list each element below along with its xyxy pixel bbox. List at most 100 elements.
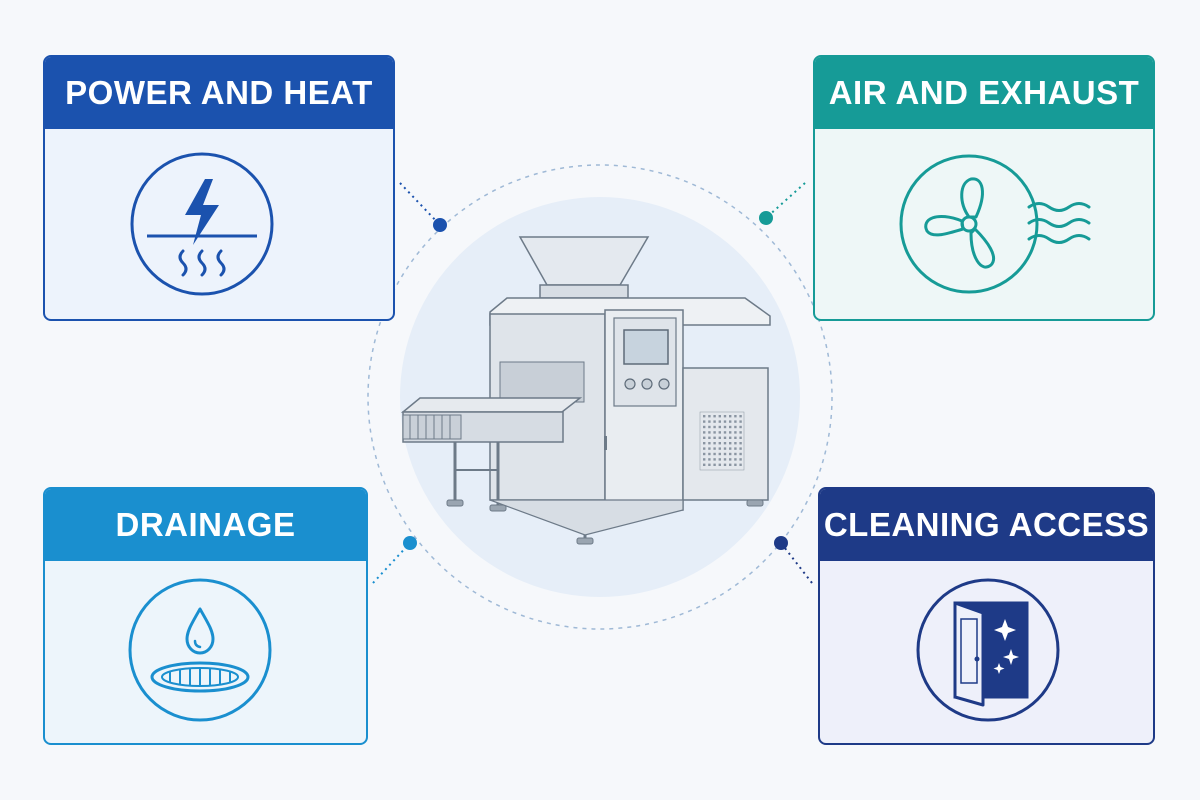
conveyor-oven-machine-icon — [400, 236, 771, 545]
vent-hole — [739, 415, 742, 418]
machine-right-unit — [682, 367, 769, 501]
vent-hole — [703, 452, 706, 456]
vent-hole — [729, 452, 732, 456]
vent-hole — [734, 415, 737, 418]
vent-hole — [723, 452, 727, 456]
vent-hole — [703, 431, 706, 434]
vent-hole — [703, 442, 706, 445]
vent-hole — [713, 436, 716, 439]
vent-hole — [734, 442, 737, 445]
vent-hole — [703, 425, 706, 429]
vent-hole — [739, 436, 742, 439]
connector-dot-drainage — [403, 536, 417, 550]
vent-hole — [713, 442, 716, 445]
connector-dot-cleaning — [774, 536, 788, 550]
drainage-title: DRAINAGE — [45, 489, 366, 561]
vent-hole — [713, 420, 716, 423]
machine-hopper — [518, 236, 650, 286]
vent-hole — [729, 436, 732, 439]
power-and-heat-title: POWER AND HEAT — [45, 57, 393, 129]
vent-hole — [739, 420, 742, 423]
vent-hole — [708, 436, 711, 439]
vent-hole — [713, 458, 716, 461]
vent-hole — [708, 425, 711, 429]
vent-hole — [713, 431, 716, 434]
vent-hole — [703, 458, 706, 461]
vent-hole — [734, 431, 737, 434]
vent-hole — [703, 420, 706, 423]
connector-dot-air — [759, 211, 773, 225]
vent-hole — [729, 431, 732, 434]
vent-hole — [739, 452, 742, 456]
vent-hole — [708, 458, 711, 461]
vent-hole — [729, 415, 732, 418]
vent-hole — [708, 452, 711, 456]
air-and-exhaust-title: AIR AND EXHAUST — [815, 57, 1153, 129]
vent-hole — [723, 458, 727, 461]
vent-hole — [718, 442, 721, 445]
cleaning-access-title: CLEANING ACCESS — [820, 489, 1153, 561]
vent-hole — [729, 447, 732, 450]
vent-hole — [723, 447, 727, 450]
vent-hole — [723, 431, 727, 434]
vent-hole — [739, 447, 742, 450]
fan-exhaust-icon — [899, 154, 1091, 294]
connector-power — [399, 182, 441, 226]
vent-hole — [723, 442, 727, 445]
vent-hole — [729, 458, 732, 461]
vent-hole — [718, 463, 721, 466]
vent-hole — [718, 458, 721, 461]
vent-hole — [723, 425, 727, 429]
machine-knob — [641, 378, 653, 390]
vent-hole — [739, 425, 742, 429]
vent-hole — [729, 463, 732, 466]
vent-hole — [734, 463, 737, 466]
vent-hole — [734, 420, 737, 423]
vent-hole — [734, 452, 737, 456]
machine-control-screen — [623, 329, 669, 365]
vent-hole — [708, 447, 711, 450]
vent-hole — [708, 463, 711, 466]
vent-hole — [739, 431, 742, 434]
vent-hole — [708, 442, 711, 445]
connector-cleaning — [780, 542, 813, 584]
vent-hole — [703, 447, 706, 450]
drainage-body — [45, 561, 366, 743]
cleaning-access-body — [820, 561, 1153, 743]
vent-hole — [708, 420, 711, 423]
air-and-exhaust-card: AIR AND EXHAUST — [813, 55, 1155, 321]
vent-hole — [723, 463, 727, 466]
vent-hole — [723, 436, 727, 439]
water-drop-drain-icon — [128, 578, 272, 722]
vent-hole — [713, 463, 716, 466]
vent-hole — [713, 415, 716, 418]
vent-hole — [703, 415, 706, 418]
vent-hole — [718, 452, 721, 456]
vent-hole — [718, 447, 721, 450]
vent-hole — [723, 415, 727, 418]
power-and-heat-card: POWER AND HEAT — [43, 55, 395, 321]
connector-dot-power — [433, 218, 447, 232]
vent-hole — [703, 463, 706, 466]
vent-hole — [718, 425, 721, 429]
cleaning-access-card: CLEANING ACCESS — [818, 487, 1155, 745]
vent-hole — [729, 420, 732, 423]
machine-knob — [658, 378, 670, 390]
machine-conveyor-belt — [400, 397, 583, 413]
vent-hole — [713, 452, 716, 456]
vent-hole — [734, 447, 737, 450]
drainage-card: DRAINAGE — [43, 487, 368, 745]
open-door-sparkle-icon — [916, 578, 1060, 722]
vent-hole — [703, 436, 706, 439]
vent-hole — [718, 431, 721, 434]
connector-air — [765, 182, 806, 219]
vent-hole — [713, 425, 716, 429]
vent-hole — [739, 442, 742, 445]
machine-vent-grille — [699, 411, 745, 471]
vent-hole — [734, 436, 737, 439]
vent-hole — [739, 458, 742, 461]
vent-hole — [734, 425, 737, 429]
lightning-heat-icon — [130, 152, 274, 296]
vent-hole — [729, 442, 732, 445]
vent-hole — [718, 436, 721, 439]
